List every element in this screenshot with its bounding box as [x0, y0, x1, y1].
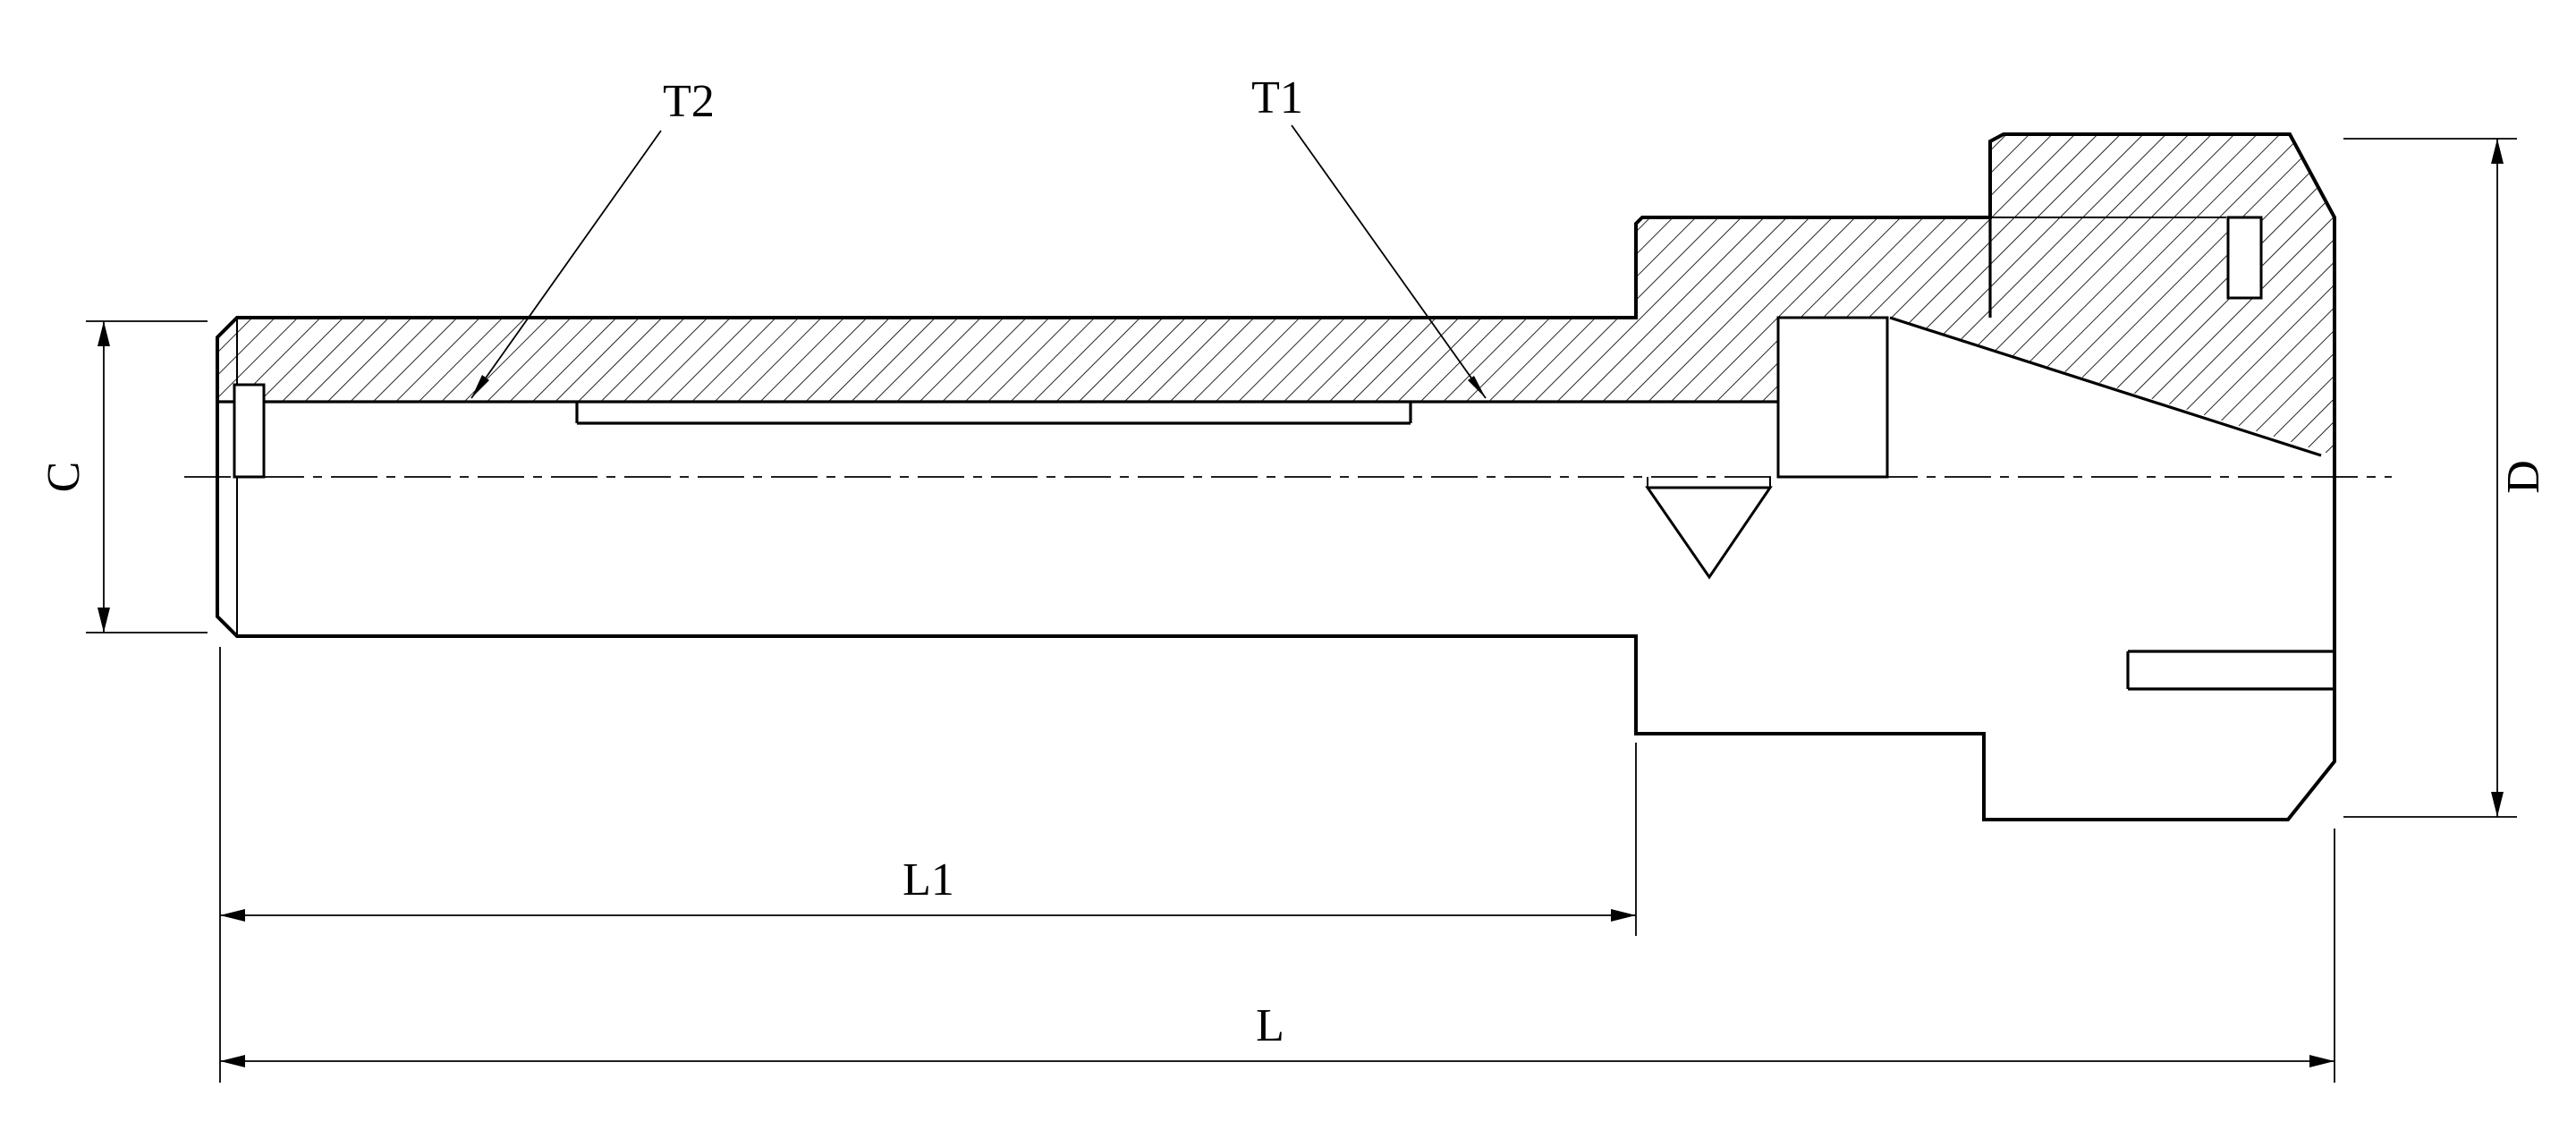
leader-t1: T1: [1251, 72, 1487, 399]
dim-l1-arrow-right: [1611, 909, 1636, 922]
collet-pocket: [1776, 316, 1889, 479]
dim-l: L: [220, 829, 2335, 1083]
leader-t1-arrow: [1468, 376, 1486, 398]
label-c: C: [38, 462, 89, 493]
front-recess: [233, 383, 266, 479]
label-t2: T2: [663, 76, 715, 127]
exterior-view-features: [1645, 477, 2333, 691]
leader-t2: T2: [470, 76, 715, 399]
hatch-nut: [1890, 134, 2334, 455]
hatch-shank: [217, 318, 1636, 402]
internal-features: [217, 216, 2322, 636]
dim-l1: L1: [219, 647, 1637, 1083]
dim-d: D: [2343, 138, 2549, 818]
dim-c: C: [38, 320, 208, 633]
dim-c-arrow-top: [97, 321, 110, 346]
dim-d-arrow-bottom: [2491, 792, 2504, 817]
hatch-flange: [1636, 217, 1990, 402]
leader-t2-line: [470, 130, 662, 399]
nut-extraction-groove: [2226, 216, 2263, 300]
label-l: L: [1256, 1000, 1284, 1051]
dim-c-arrow-bottom: [97, 608, 110, 633]
label-l1: L1: [902, 854, 954, 905]
dim-d-arrow-top: [2491, 139, 2504, 164]
leader-t1-line: [1291, 124, 1487, 399]
dim-l-arrow-left: [220, 1055, 245, 1067]
dim-l-arrow-right: [2309, 1055, 2334, 1067]
label-d: D: [2498, 460, 2549, 494]
label-t1: T1: [1251, 72, 1303, 123]
leader-t2-arrow: [471, 375, 489, 398]
set-screw-cone: [1645, 486, 1773, 580]
section-hatching: [217, 134, 2334, 455]
dim-l1-arrow-left: [220, 909, 245, 922]
collet-taper-line: [1889, 316, 2322, 457]
